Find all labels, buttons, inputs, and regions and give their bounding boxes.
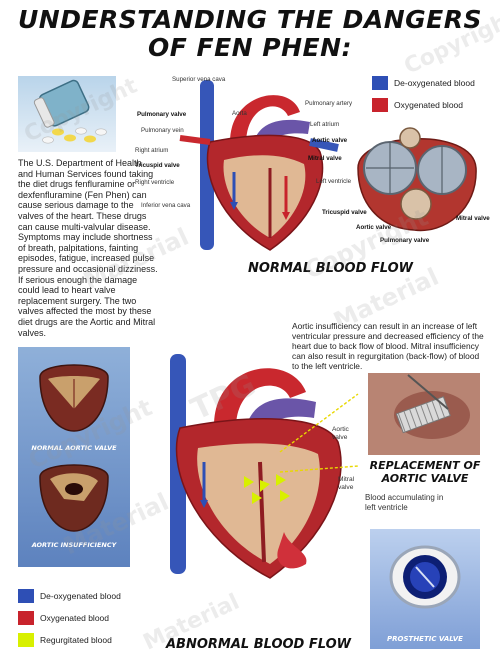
legend-bottom-oxygenated-swatch xyxy=(18,611,34,625)
legend-bottom-deoxygenated-swatch xyxy=(18,589,34,603)
legend-bottom-regurgitated-swatch xyxy=(18,633,34,647)
page-title-line1: UNDERSTANDING THE DANGERS xyxy=(17,5,483,34)
legend-bottom-regurgitated-label: Regurgitated blood xyxy=(40,635,112,645)
legend-deoxygenated-label: De-oxygenated blood xyxy=(394,78,475,88)
label-superior-vena-cava: Superior vena cava xyxy=(172,76,226,83)
prosthetic-caption: PROSTHETIC VALVE xyxy=(387,635,463,643)
legend-oxygenated-label: Oxygenated blood xyxy=(394,100,463,110)
pill-bottle-image xyxy=(18,76,116,152)
normal-flow-title: NORMAL BLOOD FLOW xyxy=(248,261,413,276)
label-cs-mitral: Mitral valve xyxy=(456,215,490,222)
surgery-icon xyxy=(368,373,480,455)
label-abnormal-mitral-valve: Mitral valve xyxy=(338,476,355,491)
label-tricuspid-valve: Tricuspid valve xyxy=(135,162,180,169)
page-title-line2: OF FEN PHEN: xyxy=(147,33,353,62)
label-left-atrium: Left atrium xyxy=(310,121,340,128)
intro-paragraph: The U.S. Department of Health and Human … xyxy=(18,158,158,338)
label-right-atrium: Right atrium xyxy=(135,147,169,154)
label-right-ventricle: Right ventricle xyxy=(135,179,175,186)
normal-heart-diagram xyxy=(160,72,350,262)
legend-bottom-oxygenated-label: Oxygenated blood xyxy=(40,613,109,623)
label-cs-aortic: Aortic valve xyxy=(356,224,392,231)
legend-bottom-deoxygenated-label: De-oxygenated blood xyxy=(40,591,121,601)
label-pulmonary-artery: Pulmonary artery xyxy=(305,100,353,107)
legend-top: De-oxygenated blood Oxygenated blood xyxy=(372,76,475,112)
label-aorta: Aorta xyxy=(232,110,247,117)
label-mitral-valve: Mitral valve xyxy=(308,155,342,162)
abnormal-heart-icon xyxy=(170,354,359,579)
prosthetic-valve-panel: PROSTHETIC VALVE xyxy=(370,529,480,649)
abnormal-flow-title: ABNORMAL BLOOD FLOW xyxy=(166,637,351,652)
legend-oxygenated-swatch xyxy=(372,98,388,112)
label-aortic-valve: Aortic valve xyxy=(312,137,348,144)
legend-deoxygenated-swatch xyxy=(372,76,388,90)
label-inferior-vena-cava: Inferior vena cava xyxy=(141,202,191,209)
label-pulmonary-valve: Pulmonary valve xyxy=(137,111,187,118)
label-blood-accumulating: Blood accumulating in left ventricle xyxy=(365,493,444,512)
normal-heart-icon xyxy=(179,80,339,251)
prosthetic-valve-icon xyxy=(389,545,461,609)
replacement-title: REPLACEMENT OF AORTIC VALVE xyxy=(369,459,481,485)
valve-cross-section-icon xyxy=(357,127,477,232)
abnormal-heart-diagram xyxy=(140,342,365,587)
legend-bottom: De-oxygenated blood Oxygenated blood Reg… xyxy=(18,589,121,647)
valve-comparison-icon xyxy=(39,364,109,532)
label-pulmonary-vein: Pulmonary vein xyxy=(141,127,184,134)
replacement-valve-image xyxy=(368,373,480,455)
label-left-ventricle: Left ventricle xyxy=(316,178,352,185)
label-abnormal-aortic-valve: Aortic valve xyxy=(332,426,349,441)
valve-cross-section xyxy=(348,118,483,238)
label-cs-tricuspid: Tricuspid valve xyxy=(322,209,367,216)
label-cs-pulmonary: Pulmonary valve xyxy=(380,237,430,244)
pill-bottle-icon xyxy=(33,79,107,144)
valve-comparison-panel: NORMAL AORTIC VALVE AORTIC INSUFFICIENCY xyxy=(18,347,130,567)
normal-aortic-valve-caption: NORMAL AORTIC VALVE xyxy=(31,444,117,452)
aortic-insufficiency-text: Aortic insufficiency can result in an in… xyxy=(292,321,484,371)
aortic-insufficiency-caption: AORTIC INSUFFICIENCY xyxy=(31,541,117,549)
